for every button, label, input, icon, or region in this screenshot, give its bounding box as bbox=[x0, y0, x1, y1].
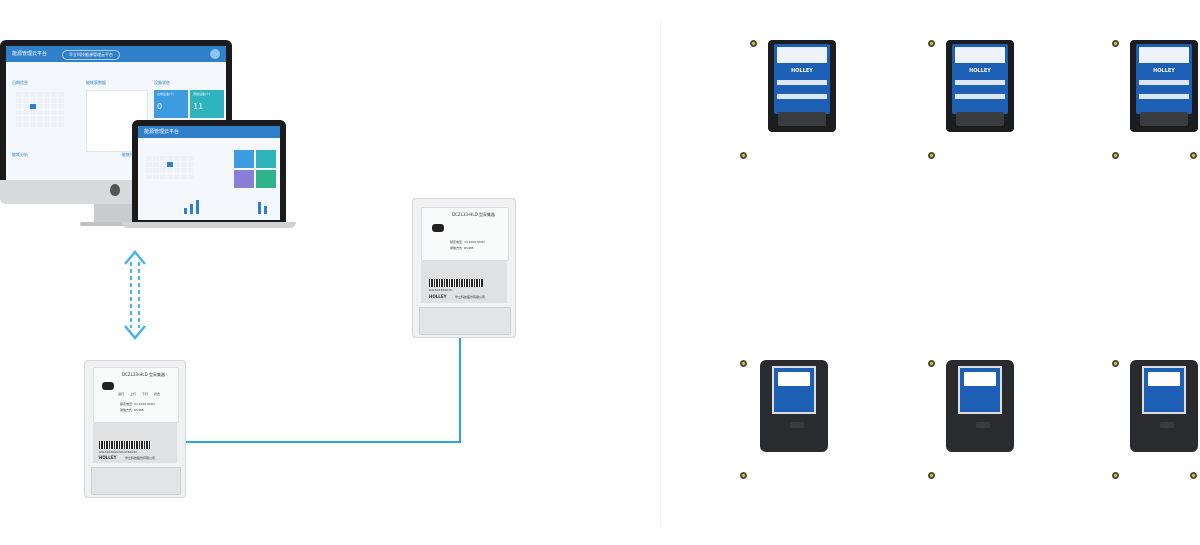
status-tile-online: 在线设备(个) 0 bbox=[154, 90, 188, 118]
laptop-tile-3 bbox=[234, 170, 254, 188]
marker-dot bbox=[740, 360, 747, 367]
status-panel-title: 设备状态 bbox=[154, 80, 170, 85]
laptop-base bbox=[122, 222, 296, 228]
concentrator-brand: HOLLEY bbox=[429, 294, 447, 299]
collector-terminal-block bbox=[91, 467, 181, 495]
collector-company: 华立科技股份有限公司 bbox=[125, 456, 156, 460]
single-phase-meter-3: HOLLEY bbox=[1130, 40, 1198, 132]
concentrator-spec-1: 额定电压: 3×220V 50Hz bbox=[450, 240, 485, 244]
collector-spec-1: 额定电压: 3×220V 50Hz bbox=[120, 402, 155, 406]
status-tile-offline: 离线设备(个) 11 bbox=[190, 90, 224, 118]
concentrator-model: DCZL33-HLD 型采集器 bbox=[452, 212, 495, 217]
concentrator-device: DCZL33-HLD 型采集器 额定电压: 3×220V 50Hz 通信方式: … bbox=[412, 198, 516, 338]
collector-label-area: 64159130007014750030 HOLLEY 华立科技股份有限公司 bbox=[93, 423, 177, 463]
concentrator-company: 华立科技股份有限公司 bbox=[455, 295, 486, 299]
laptop-dashboard-screen: 能源管理云平台 bbox=[138, 126, 280, 220]
ranking-section-title: 能耗排名 bbox=[122, 152, 138, 157]
marker-dot bbox=[928, 472, 935, 479]
collector-brand: HOLLEY bbox=[99, 455, 117, 460]
concentrator-barcode-number: 641591300070 bbox=[429, 288, 452, 292]
rs485-connection-line bbox=[180, 336, 461, 443]
laptop-app-title: 能源管理云平台 bbox=[144, 129, 180, 135]
tile-offline-value: 11 bbox=[193, 102, 204, 111]
laptop-dashboard-header: 能源管理云平台 bbox=[138, 126, 280, 138]
bidirectional-arrow-icon bbox=[124, 250, 146, 340]
marker-dot bbox=[750, 40, 757, 47]
desktop-monitor-foot bbox=[80, 222, 152, 226]
marker-dot bbox=[1112, 152, 1119, 159]
concentrator-spec-2: 通信方式: RS485 bbox=[450, 246, 474, 250]
laptop-calendar-grid bbox=[146, 156, 194, 179]
marker-dot bbox=[740, 472, 747, 479]
marker-dot bbox=[1112, 360, 1119, 367]
calendar-grid bbox=[16, 92, 64, 127]
collector-indicator-4: 状态 bbox=[154, 392, 161, 396]
collector-spec-2: 通信方式: RS485 bbox=[120, 408, 144, 412]
meter-3-brand: HOLLEY bbox=[1153, 68, 1175, 74]
collector-indicator-3: 下行 bbox=[142, 392, 149, 396]
laptop-tile-4 bbox=[256, 170, 276, 188]
collector-ir-port bbox=[102, 382, 114, 390]
single-phase-meter-1: HOLLEY bbox=[768, 40, 836, 132]
laptop-bar-chart-2 bbox=[248, 196, 278, 214]
marker-dot bbox=[928, 40, 935, 47]
prepaid-meter-2 bbox=[946, 360, 1014, 452]
collector-barcode bbox=[99, 441, 151, 449]
dashboard-nav-pill: 华立科技能源管理云平台 bbox=[62, 50, 120, 60]
single-phase-meter-2: HOLLEY bbox=[946, 40, 1014, 132]
apple-logo-icon bbox=[110, 184, 120, 196]
meter-2-brand: HOLLEY bbox=[969, 68, 991, 74]
collector-model: DCZL33-HLD 型采集器 bbox=[122, 372, 165, 377]
tile-offline-label: 离线设备(个) bbox=[193, 92, 211, 96]
collector-device: DCZL33-HLD 型采集器 运行 上行 下行 状态 额定电压: 3×220V… bbox=[84, 360, 186, 498]
concentrator-front-panel: DCZL33-HLD 型采集器 额定电压: 3×220V 50Hz 通信方式: … bbox=[421, 207, 509, 261]
calendar-panel-title: 日期信息 bbox=[12, 80, 28, 85]
tile-online-value: 0 bbox=[157, 102, 163, 111]
marker-dot bbox=[928, 152, 935, 159]
meters-panel-title: 能耗表数据 bbox=[86, 80, 106, 85]
marker-dot bbox=[1190, 472, 1197, 479]
concentrator-terminal-block bbox=[419, 307, 511, 335]
concentrator-label-area: 641591300070 HOLLEY 华立科技股份有限公司 bbox=[421, 261, 507, 303]
collector-barcode-number: 64159130007014750030 bbox=[99, 450, 138, 454]
section-divider bbox=[660, 20, 661, 525]
prepaid-meter-1 bbox=[760, 360, 828, 452]
meter-1-brand: HOLLEY bbox=[791, 68, 813, 74]
collector-indicator-2: 上行 bbox=[130, 392, 137, 396]
dashboard-header: 能源管理云平台 华立科技能源管理云平台 bbox=[6, 46, 226, 62]
concentrator-ir-port bbox=[432, 224, 444, 232]
laptop-tile-1 bbox=[234, 150, 254, 168]
tile-online-label: 在线设备(个) bbox=[157, 92, 175, 96]
desktop-dashboard-screen: 能源管理云平台 华立科技能源管理云平台 日期信息 能耗表数据 设备状态 在线设备… bbox=[6, 46, 226, 180]
marker-dot bbox=[740, 152, 747, 159]
collector-front-panel: DCZL33-HLD 型采集器 运行 上行 下行 状态 额定电压: 3×220V… bbox=[93, 367, 179, 423]
marker-dot bbox=[1112, 40, 1119, 47]
prepaid-meter-3 bbox=[1130, 360, 1198, 452]
desktop-monitor-stand bbox=[94, 204, 138, 222]
dashboard-app-title: 能源管理云平台 bbox=[12, 51, 48, 57]
marker-dot bbox=[1190, 152, 1197, 159]
dashboard-menu-icon bbox=[210, 49, 220, 59]
marker-dot bbox=[928, 360, 935, 367]
laptop-bar-chart bbox=[178, 196, 228, 214]
laptop-tile-2 bbox=[256, 150, 276, 168]
concentrator-barcode bbox=[429, 279, 483, 287]
marker-dot bbox=[1112, 472, 1119, 479]
collector-indicator-1: 运行 bbox=[118, 392, 125, 396]
analysis-section-title: 能耗分析 bbox=[12, 152, 28, 157]
